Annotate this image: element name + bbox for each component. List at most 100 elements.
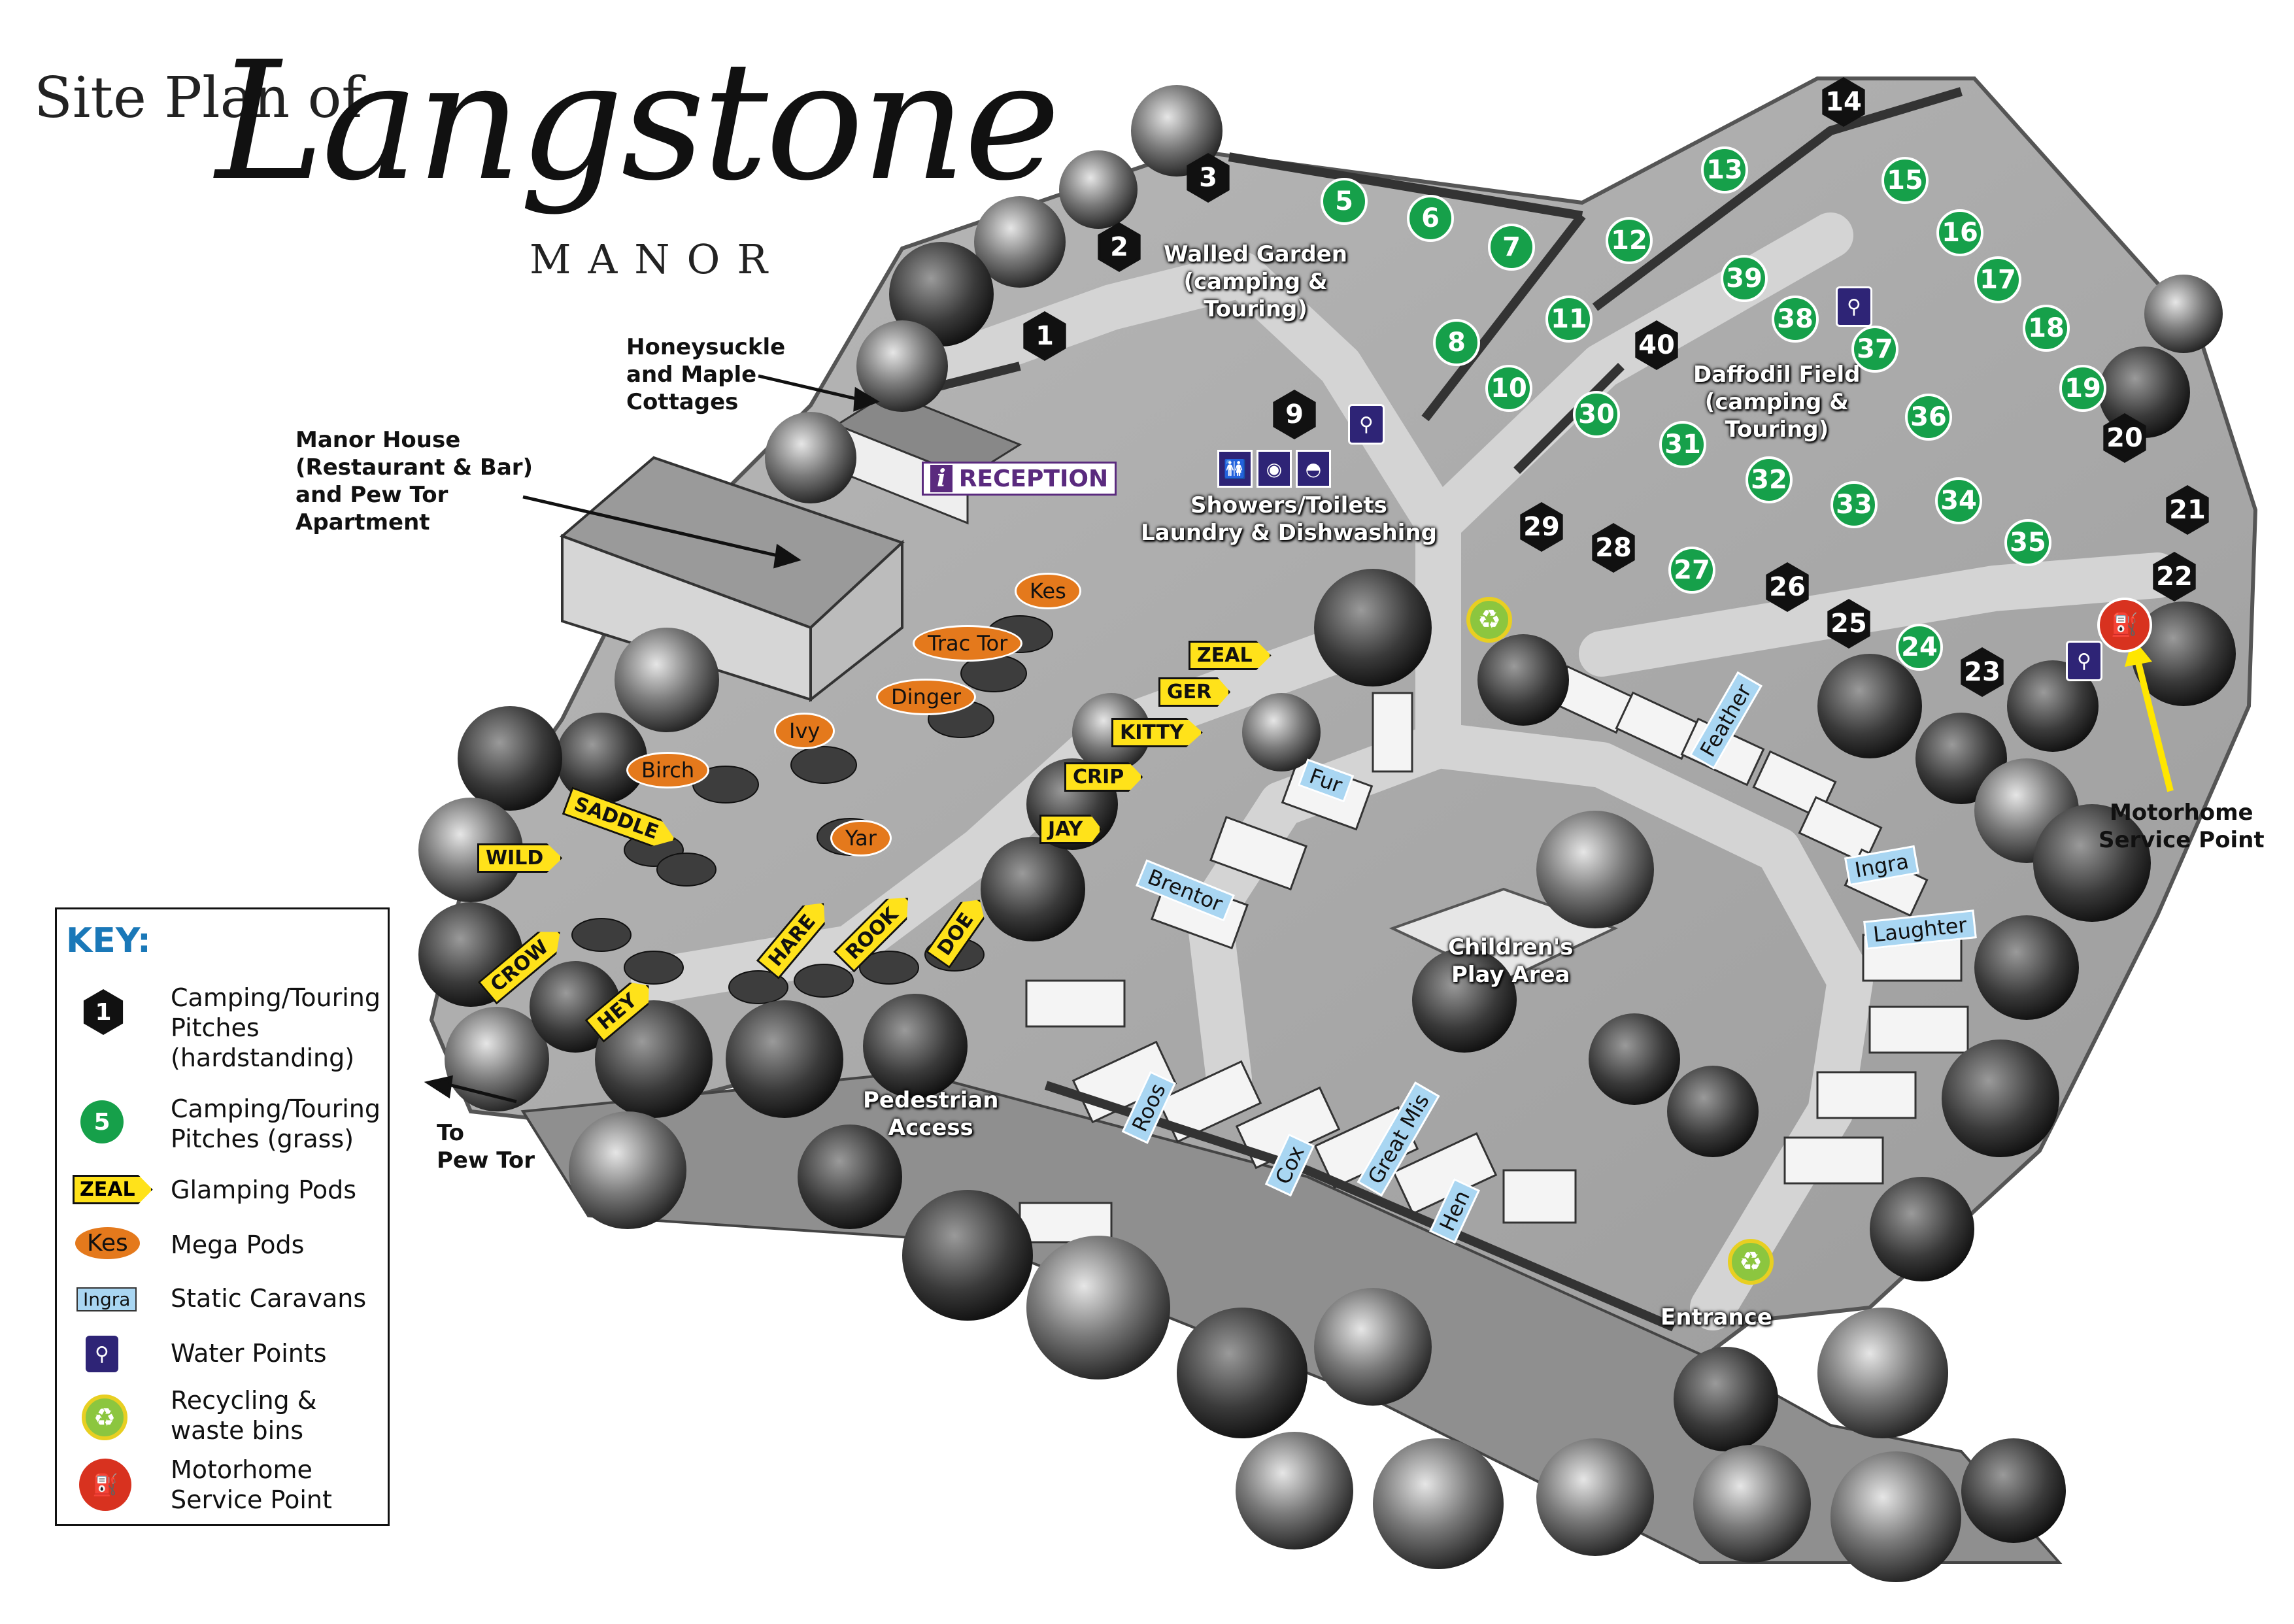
to-pew-tor-label: To Pew Tor	[437, 1120, 535, 1174]
mega-pod-label: Dinger	[876, 679, 976, 715]
manor-house-building	[560, 456, 905, 703]
pitch-grass: 6	[1407, 195, 1454, 242]
pitch-grass: 39	[1721, 255, 1768, 302]
title-line-3: MANOR	[530, 235, 785, 283]
pitch-grass: 34	[1935, 477, 1982, 524]
glamping-pod-label: JAY	[1039, 815, 1102, 844]
map-key: KEY: 1 Camping/Touring Pitches (hardstan…	[55, 907, 390, 1526]
hardstanding-pitch-icon: 1	[83, 989, 124, 1035]
facilities-icons: 🚻 ◉ ◓	[1217, 450, 1331, 488]
pitch-grass: 11	[1545, 296, 1593, 343]
glamping-pod-label: KITTY	[1111, 718, 1203, 747]
entrance-label: Entrance	[1661, 1304, 1772, 1330]
walled-garden-label: Walled Garden (camping & Touring)	[1164, 241, 1347, 322]
reception-sign: i RECEPTION	[922, 462, 1117, 496]
honeysuckle-label: Honeysuckle and Maple Cottages	[626, 334, 786, 415]
pedestrian-access-label: Pedestrian Access	[863, 1087, 999, 1141]
cottages-building	[834, 391, 1022, 525]
pitch-grass: 8	[1433, 319, 1480, 366]
recycling-icon: ♻	[1466, 597, 1512, 643]
mega-pod-label: Yar	[830, 820, 892, 856]
glamping-pod-label: ZEAL	[1189, 641, 1272, 670]
pitch-grass: 12	[1606, 217, 1653, 264]
pitch-hardstanding: 26	[1766, 562, 1809, 612]
motorhome-service-icon: ⛽	[2097, 598, 2152, 652]
pitch-hardstanding: 29	[1520, 502, 1563, 552]
pitch-grass: 32	[1746, 456, 1793, 503]
pitch-grass: 18	[2023, 305, 2070, 352]
mega-pod-label: Ivy	[774, 713, 835, 749]
pitch-hardstanding: 22	[2153, 552, 2196, 601]
title-line-2: Langstone	[216, 26, 1060, 216]
pitch-grass: 10	[1485, 365, 1532, 412]
pitch-grass: 7	[1488, 224, 1535, 271]
key-row-recycling: ♻ Recycling & waste bins	[57, 1385, 388, 1451]
key-row-water: ⚲ Water Points	[57, 1332, 388, 1397]
mega-pod-label: Kes	[1015, 573, 1081, 609]
pitch-hardstanding: 2	[1098, 222, 1141, 272]
pitch-grass: 5	[1321, 178, 1368, 225]
key-text: Mega Pods	[171, 1230, 305, 1259]
pitch-grass: 17	[1974, 256, 2021, 303]
glamping-pod-label: CRIP	[1064, 762, 1143, 792]
title-line-1: Site Plan of	[34, 65, 363, 131]
key-row-glamping: ZEAL Glamping Pods	[57, 1171, 388, 1236]
recycling-icon: ♻	[82, 1395, 127, 1440]
glamping-pod-label: WILD	[477, 843, 563, 873]
pitch-hardstanding: 1	[1023, 311, 1066, 361]
static-caravan-icon: Ingra	[76, 1287, 137, 1311]
showers-label: Showers/Toilets Laundry & Dishwashing	[1141, 492, 1437, 546]
pitch-grass: 13	[1701, 146, 1748, 194]
pitch-grass: 38	[1772, 296, 1819, 343]
pitch-hardstanding: 9	[1273, 390, 1316, 439]
pitch-hardstanding: 14	[1822, 77, 1865, 127]
pitch-hardstanding: 25	[1827, 599, 1870, 649]
daffodil-field-label: Daffodil Field (camping & Touring)	[1693, 362, 1861, 443]
pitch-grass: 27	[1668, 547, 1715, 594]
water-tap-icon: ⚲	[1836, 286, 1872, 327]
washing-machine-icon: ◉	[1257, 450, 1292, 488]
key-row-static: Ingra Static Caravans	[57, 1282, 388, 1347]
pitch-grass: 16	[1936, 209, 1983, 256]
pitch-grass: 31	[1659, 421, 1706, 468]
toilets-icon: 🚻	[1217, 450, 1253, 488]
key-text: Camping/Touring Pitches (grass)	[171, 1094, 380, 1153]
pitch-grass: 19	[2059, 365, 2106, 412]
glamping-pod-icon: ZEAL	[73, 1175, 153, 1204]
key-row-mega: Kes Mega Pods	[57, 1223, 388, 1289]
pitch-grass: 36	[1905, 394, 1952, 441]
pitch-grass: 35	[2004, 519, 2051, 566]
pitch-grass: 33	[1830, 481, 1878, 528]
pointer-arrows	[424, 374, 880, 1104]
water-tap-icon: ⚲	[1348, 404, 1385, 445]
pitch-grass: 15	[1881, 157, 1929, 204]
pitch-hardstanding: 3	[1187, 153, 1230, 203]
pitch-grass: 30	[1573, 391, 1620, 438]
reception-label: RECEPTION	[958, 465, 1109, 492]
pitch-hardstanding: 40	[1635, 320, 1678, 370]
key-text: Glamping Pods	[171, 1176, 356, 1204]
key-text: Motorhome Service Point	[171, 1455, 332, 1514]
key-row-hardstanding: 1 Camping/Touring Pitches (hardstanding)	[57, 983, 388, 1072]
childrens-play-label: Children's Play Area	[1448, 934, 1574, 988]
pitch-hardstanding: 20	[2103, 413, 2146, 463]
key-row-service: ⛽ Motorhome Service Point	[57, 1455, 388, 1524]
water-tap-icon: ⚲	[2066, 641, 2102, 681]
mega-pod-label: Birch	[626, 752, 710, 788]
trees	[418, 85, 2236, 1582]
grass-pitch-icon: 5	[80, 1100, 124, 1143]
key-text: Camping/Touring Pitches (hardstanding)	[171, 983, 380, 1072]
mega-pod-icon: Kes	[75, 1227, 140, 1259]
motorhome-service-label: Motorhome Service Point	[2099, 800, 2265, 853]
dishwashing-icon: ◓	[1296, 450, 1331, 488]
pitch-grass: 37	[1851, 326, 1898, 373]
glamping-pod-label: GER	[1158, 677, 1231, 707]
pitch-grass: 24	[1896, 624, 1943, 671]
manor-house-label: Manor House (Restaurant & Bar) and Pew T…	[295, 427, 533, 535]
key-row-grass: 5 Camping/Touring Pitches (grass)	[57, 1094, 388, 1159]
mega-pod-label: Trac Tor	[913, 625, 1023, 662]
water-tap-icon: ⚲	[86, 1336, 118, 1372]
motorhome-service-icon: ⛽	[79, 1459, 131, 1511]
pitch-hardstanding: 21	[2166, 485, 2209, 535]
